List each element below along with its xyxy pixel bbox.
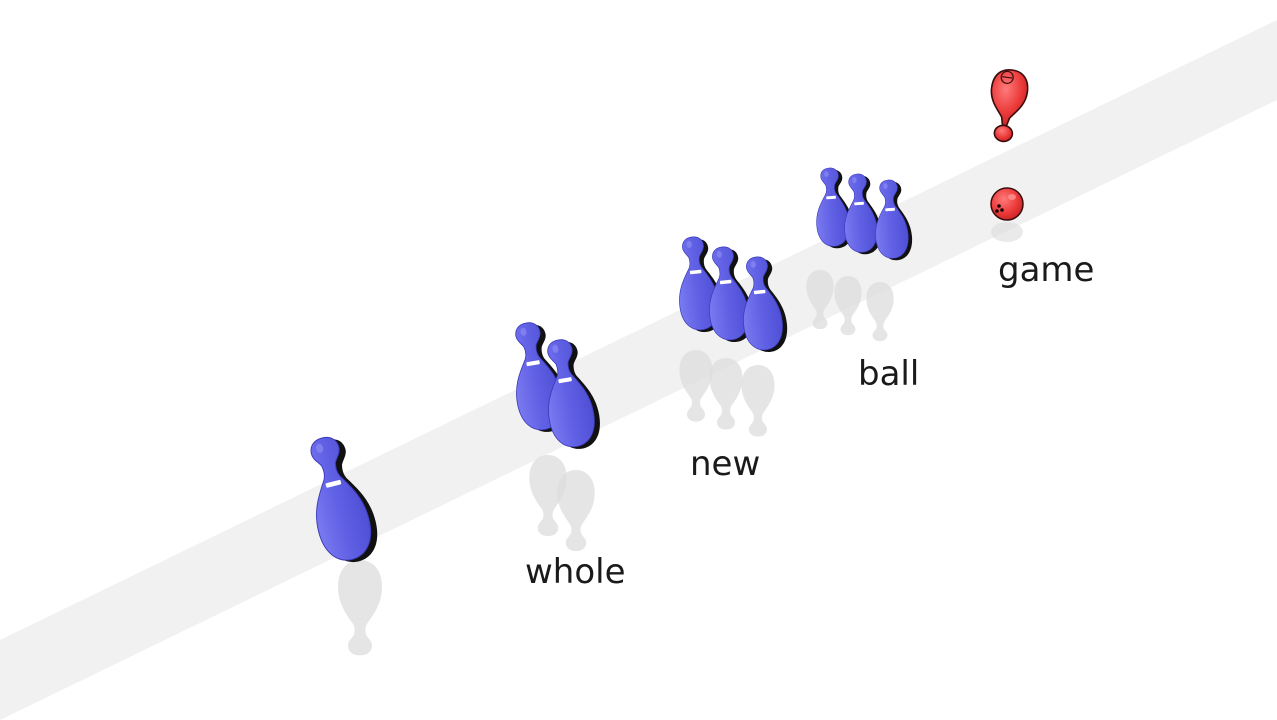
game-icons [990,68,1029,242]
pin-reflections [338,270,894,656]
bowling-pin [875,179,913,261]
word-label-whole: whole [525,552,626,592]
pin-reflection [679,350,713,422]
pin-reflection [709,358,743,430]
pin-stripe [885,207,895,212]
pin-reflection [806,270,834,330]
bowling-pin [743,256,788,352]
pin-stripe [558,377,572,384]
pin-reflection [338,560,382,656]
bowling-ball-icon [990,187,1024,242]
bowling-pins [310,167,913,563]
pin-reflection [834,276,862,336]
word-label-ball: ball [858,354,920,394]
pin-stripe [854,201,864,206]
bowling-pin [844,173,882,255]
pin-stripe [325,479,342,488]
pin-reflection [529,454,567,537]
word-label-new: new [690,444,761,484]
bowling-pin [310,436,378,563]
pin-reflection [741,365,775,437]
pin-stripe [689,269,702,275]
exclamation-icon [990,68,1029,143]
pin-reflection [866,282,894,342]
bowling-lane [0,20,1277,720]
word-label-game: game [998,250,1095,290]
bowling-pin [547,339,600,449]
pin-stripe [753,289,766,295]
pin-stripe [826,195,836,200]
pin-reflection [557,469,595,552]
pin-stripe [719,279,732,285]
pin-stripe [526,360,540,367]
